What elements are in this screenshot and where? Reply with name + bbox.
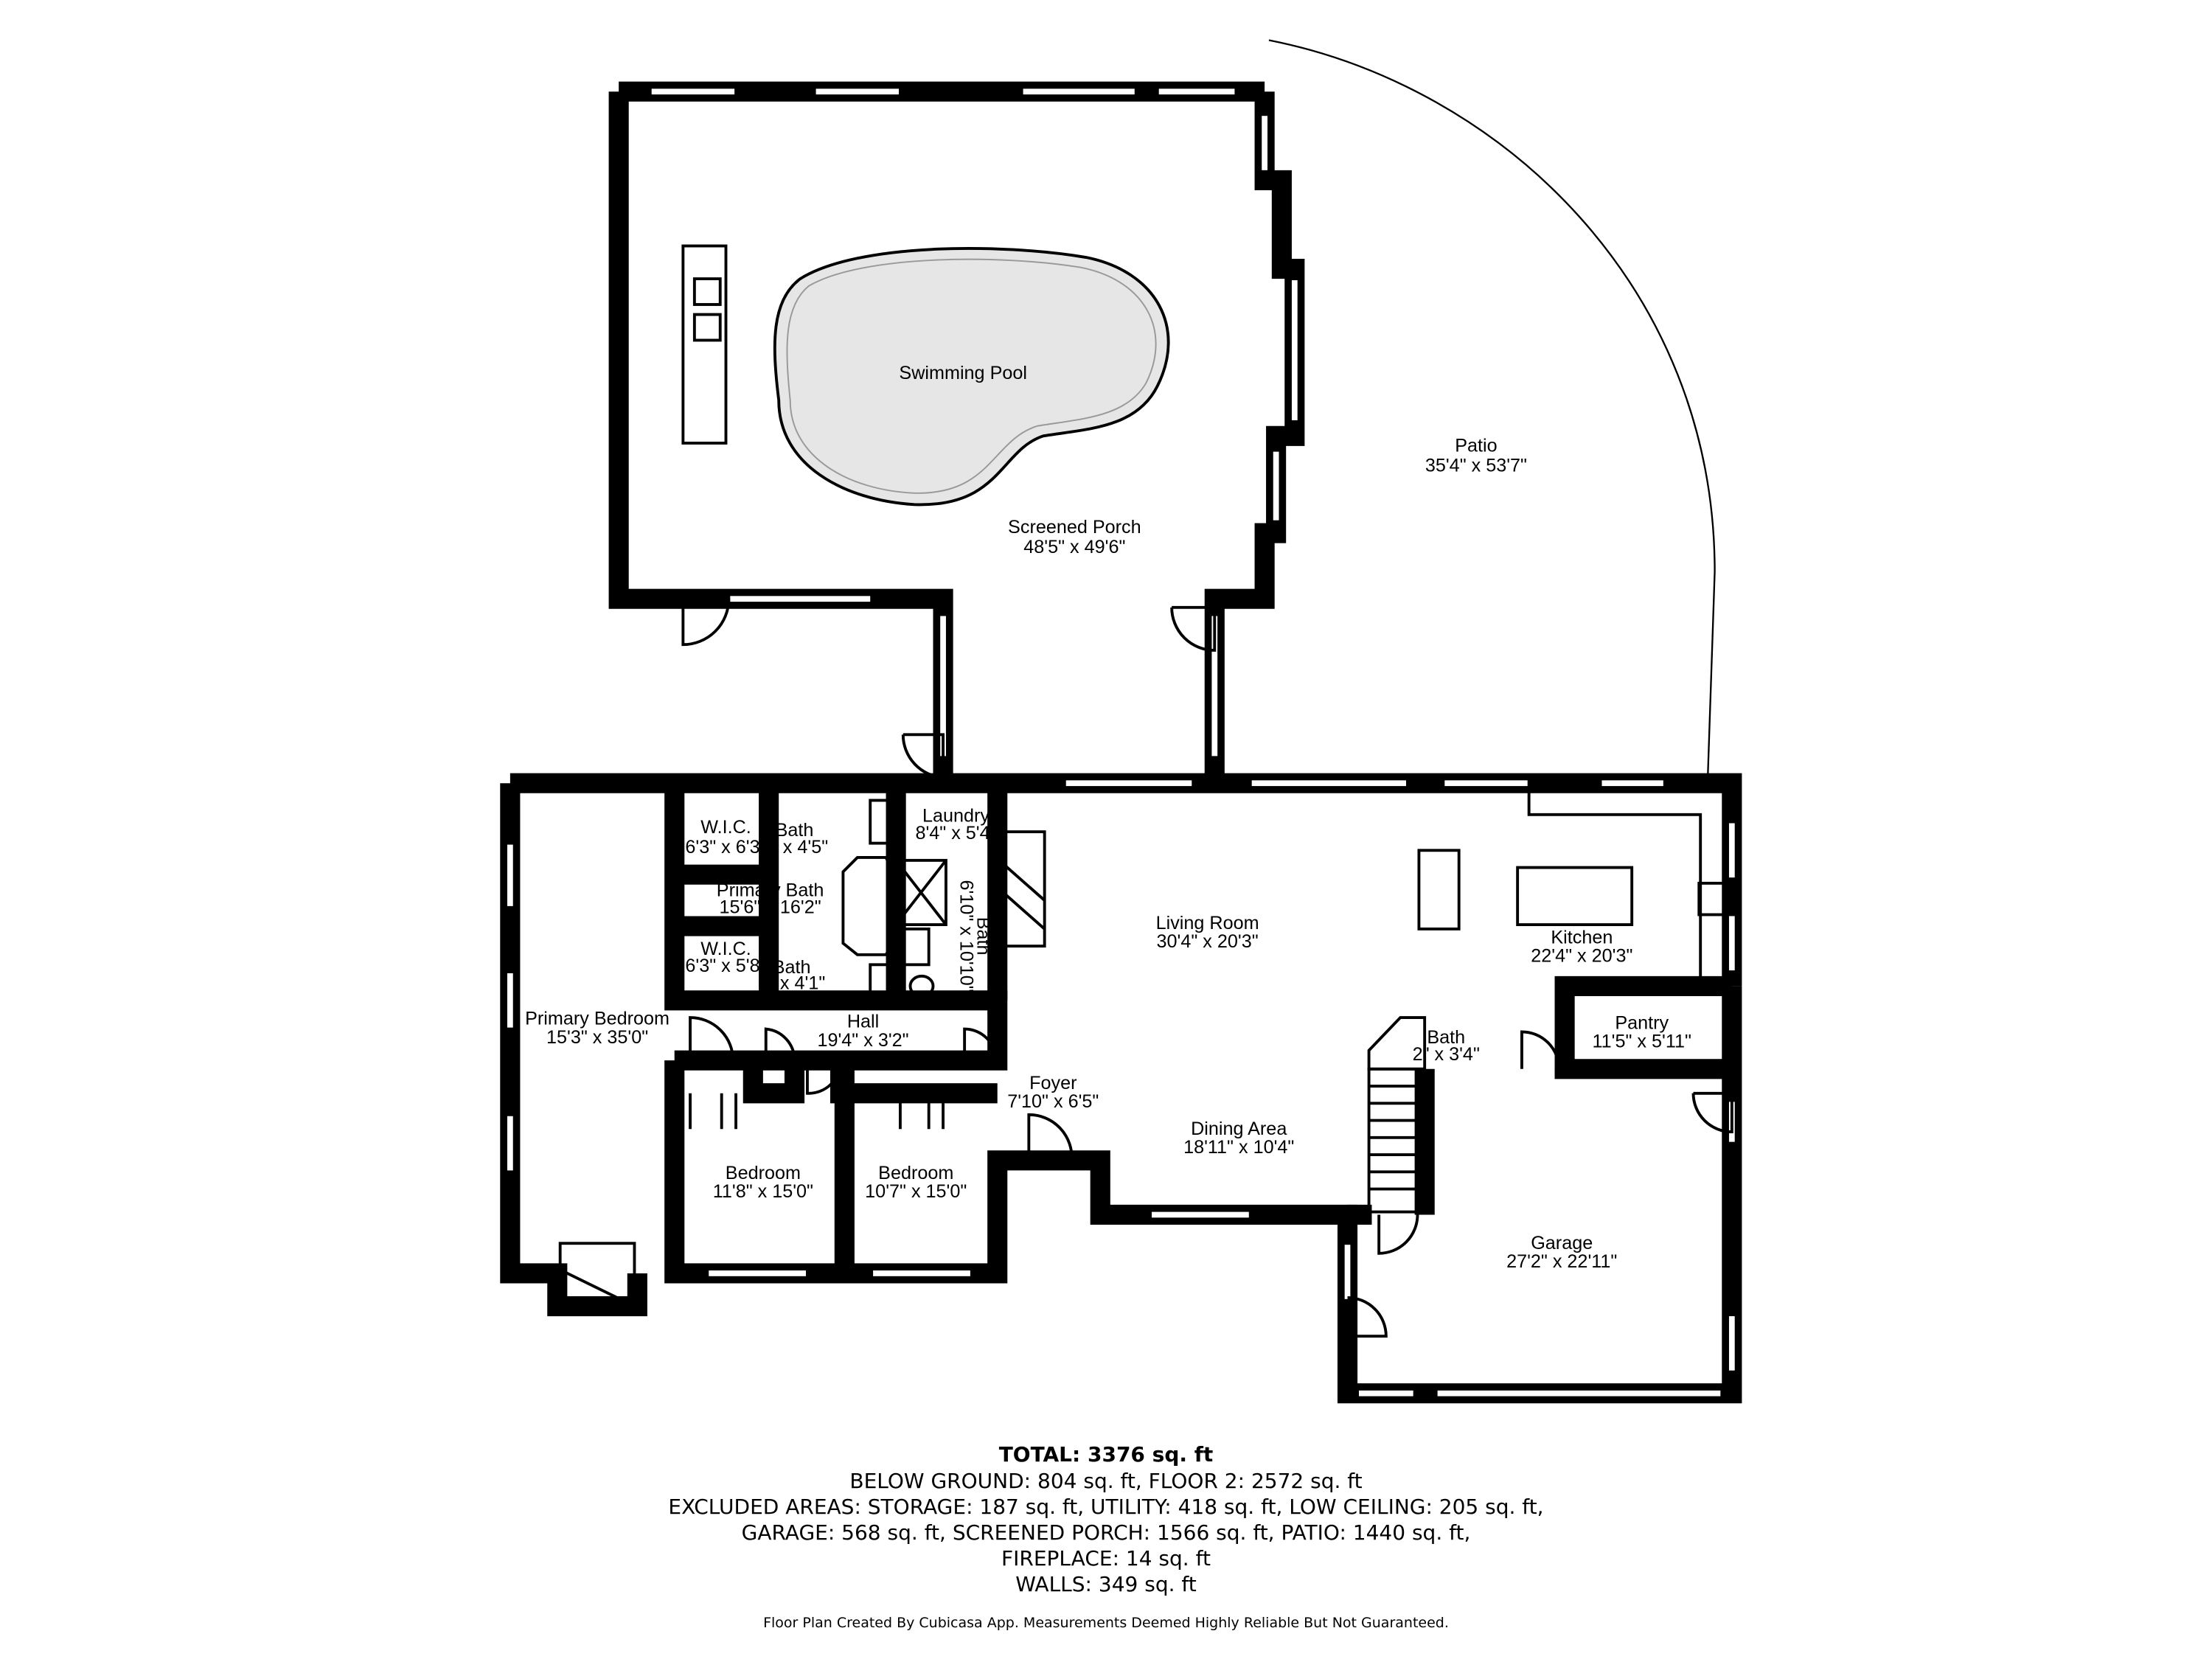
- svg-text:Hall: Hall: [847, 1012, 879, 1032]
- svg-text:Primary Bedroom: Primary Bedroom: [525, 1009, 669, 1029]
- svg-text:35'4" x 53'7": 35'4" x 53'7": [1425, 456, 1527, 476]
- room-label-screened-porch: Screened Porch 48'5" x 49'6": [1008, 517, 1141, 557]
- room-label-bath-half: Bath 2" x 3'4": [1413, 1027, 1480, 1065]
- room-label-foyer: Foyer 7'10" x 6'5": [1007, 1073, 1099, 1112]
- svg-text:1" x 4'5": 1" x 4'5": [761, 837, 828, 858]
- room-label-wic-upper: W.I.C. 6'3" x 6'3": [685, 817, 766, 858]
- svg-text:Living Room: Living Room: [1156, 913, 1259, 933]
- svg-text:Bedroom: Bedroom: [878, 1163, 953, 1183]
- screened-porch-walls: [608, 81, 1305, 784]
- svg-text:2" x 3'4": 2" x 3'4": [1413, 1044, 1480, 1065]
- svg-text:7'10" x 6'5": 7'10" x 6'5": [1007, 1091, 1099, 1112]
- room-label-bath-upper: Bath 1" x 4'5": [761, 820, 828, 858]
- staircase: [1367, 1016, 1427, 1214]
- room-label-patio: Patio 35'4" x 53'7": [1425, 436, 1527, 476]
- svg-text:Kitchen: Kitchen: [1551, 927, 1613, 947]
- house-windows: [504, 777, 1738, 1399]
- summary-line-3: GARAGE: 568 sq. ft, SCREENED PORCH: 1566…: [741, 1520, 1471, 1545]
- total-area: TOTAL: 3376 sq. ft: [998, 1442, 1214, 1467]
- svg-text:10'7" x 15'0": 10'7" x 15'0": [865, 1181, 967, 1202]
- patio-arc: [1268, 39, 1716, 784]
- svg-text:Foyer: Foyer: [1029, 1073, 1077, 1093]
- swimming-pool: [773, 246, 1170, 507]
- room-label-dining-area: Dining Area 18'11" x 10'4": [1183, 1119, 1294, 1158]
- room-label-bath-side: Bath 6'10" x 10'10": [956, 880, 993, 992]
- svg-text:Dining Area: Dining Area: [1191, 1119, 1287, 1139]
- room-label-pantry: Pantry 11'5" x 5'11": [1593, 1013, 1691, 1052]
- room-label-garage: Garage 27'2" x 22'11": [1506, 1233, 1617, 1272]
- svg-text:Bedroom: Bedroom: [726, 1163, 801, 1183]
- svg-text:Bath: Bath: [773, 957, 811, 978]
- svg-text:Pantry: Pantry: [1615, 1013, 1669, 1034]
- room-label-bedroom-2: Bedroom 10'7" x 15'0": [865, 1163, 967, 1202]
- room-label-bedroom-1: Bedroom 11'8" x 15'0": [713, 1163, 813, 1202]
- svg-text:48'5" x 49'6": 48'5" x 49'6": [1023, 537, 1125, 557]
- summary-line-1: BELOW GROUND: 804 sq. ft, FLOOR 2: 2572 …: [849, 1469, 1363, 1493]
- svg-text:11'5" x 5'11": 11'5" x 5'11": [1593, 1032, 1691, 1052]
- svg-text:6'10" x 10'10": 6'10" x 10'10": [956, 880, 976, 992]
- room-label-primary-bedroom: Primary Bedroom 15'3" x 35'0": [525, 1009, 669, 1048]
- summary-line-2: EXCLUDED AREAS: STORAGE: 187 sq. ft, UTI…: [668, 1495, 1544, 1519]
- svg-text:19'4" x 3'2": 19'4" x 3'2": [817, 1030, 908, 1051]
- room-label-hall: Hall 19'4" x 3'2": [817, 1012, 908, 1051]
- room-label-bath-lower: Bath 0" x 4'1": [758, 957, 825, 993]
- svg-text:Laundry: Laundry: [922, 806, 990, 827]
- primary-bath-fixtures: [841, 799, 947, 1002]
- area-summary: TOTAL: 3376 sq. ft BELOW GROUND: 804 sq.…: [0, 1441, 2212, 1597]
- svg-text:W.I.C.: W.I.C.: [700, 817, 751, 838]
- fireplace: [558, 830, 1046, 1308]
- floor-plan: Swimming Pool Screened Porch 48'5" x 49'…: [500, 39, 1742, 1404]
- svg-text:Bath: Bath: [973, 917, 994, 956]
- svg-text:6'3" x 5'8": 6'3" x 5'8": [685, 956, 766, 976]
- svg-text:15'6" x 16'2": 15'6" x 16'2": [720, 897, 821, 918]
- porch-bar-counter: [681, 244, 728, 445]
- svg-text:Screened Porch: Screened Porch: [1008, 517, 1141, 538]
- room-label-primary-bath: Primary Bath 15'6" x 16'2": [717, 880, 824, 917]
- svg-text:8'4" x 5'4": 8'4" x 5'4": [915, 823, 996, 844]
- kitchen-fixtures: [1417, 788, 1727, 987]
- house-doors[interactable]: [689, 1016, 1733, 1338]
- summary-line-4: FIREPLACE: 14 sq. ft: [1001, 1546, 1211, 1571]
- svg-text:30'4" x 20'3": 30'4" x 20'3": [1157, 931, 1259, 952]
- svg-text:15'3" x 35'0": 15'3" x 35'0": [546, 1027, 648, 1048]
- svg-text:Patio: Patio: [1455, 436, 1497, 456]
- svg-text:Swimming Pool: Swimming Pool: [899, 363, 1027, 383]
- summary-line-5: WALLS: 349 sq. ft: [1015, 1572, 1197, 1596]
- svg-text:Bath: Bath: [1427, 1027, 1465, 1048]
- room-label-laundry: Laundry 8'4" x 5'4": [915, 806, 996, 844]
- svg-text:Bath: Bath: [776, 820, 814, 841]
- svg-text:27'2" x 22'11": 27'2" x 22'11": [1506, 1251, 1617, 1272]
- svg-text:Primary Bath: Primary Bath: [717, 880, 824, 900]
- svg-text:0" x 4'1": 0" x 4'1": [758, 973, 825, 993]
- svg-text:6'3" x 6'3": 6'3" x 6'3": [685, 837, 766, 858]
- svg-text:W.I.C.: W.I.C.: [700, 939, 751, 959]
- svg-text:22'4" x 20'3": 22'4" x 20'3": [1531, 945, 1632, 966]
- room-label-living-room: Living Room 30'4" x 20'3": [1156, 913, 1259, 952]
- house-walls: [500, 773, 1742, 1404]
- svg-text:11'8" x 15'0": 11'8" x 15'0": [713, 1181, 813, 1202]
- room-label-wic-lower: W.I.C. 6'3" x 5'8": [685, 939, 766, 976]
- room-label-kitchen: Kitchen 22'4" x 20'3": [1531, 927, 1632, 966]
- credit-footer: Floor Plan Created By Cubicasa App. Meas…: [763, 1615, 1449, 1631]
- svg-text:18'11" x 10'4": 18'11" x 10'4": [1183, 1137, 1294, 1158]
- svg-text:Garage: Garage: [1531, 1233, 1593, 1253]
- room-label-swimming-pool: Swimming Pool: [899, 363, 1027, 383]
